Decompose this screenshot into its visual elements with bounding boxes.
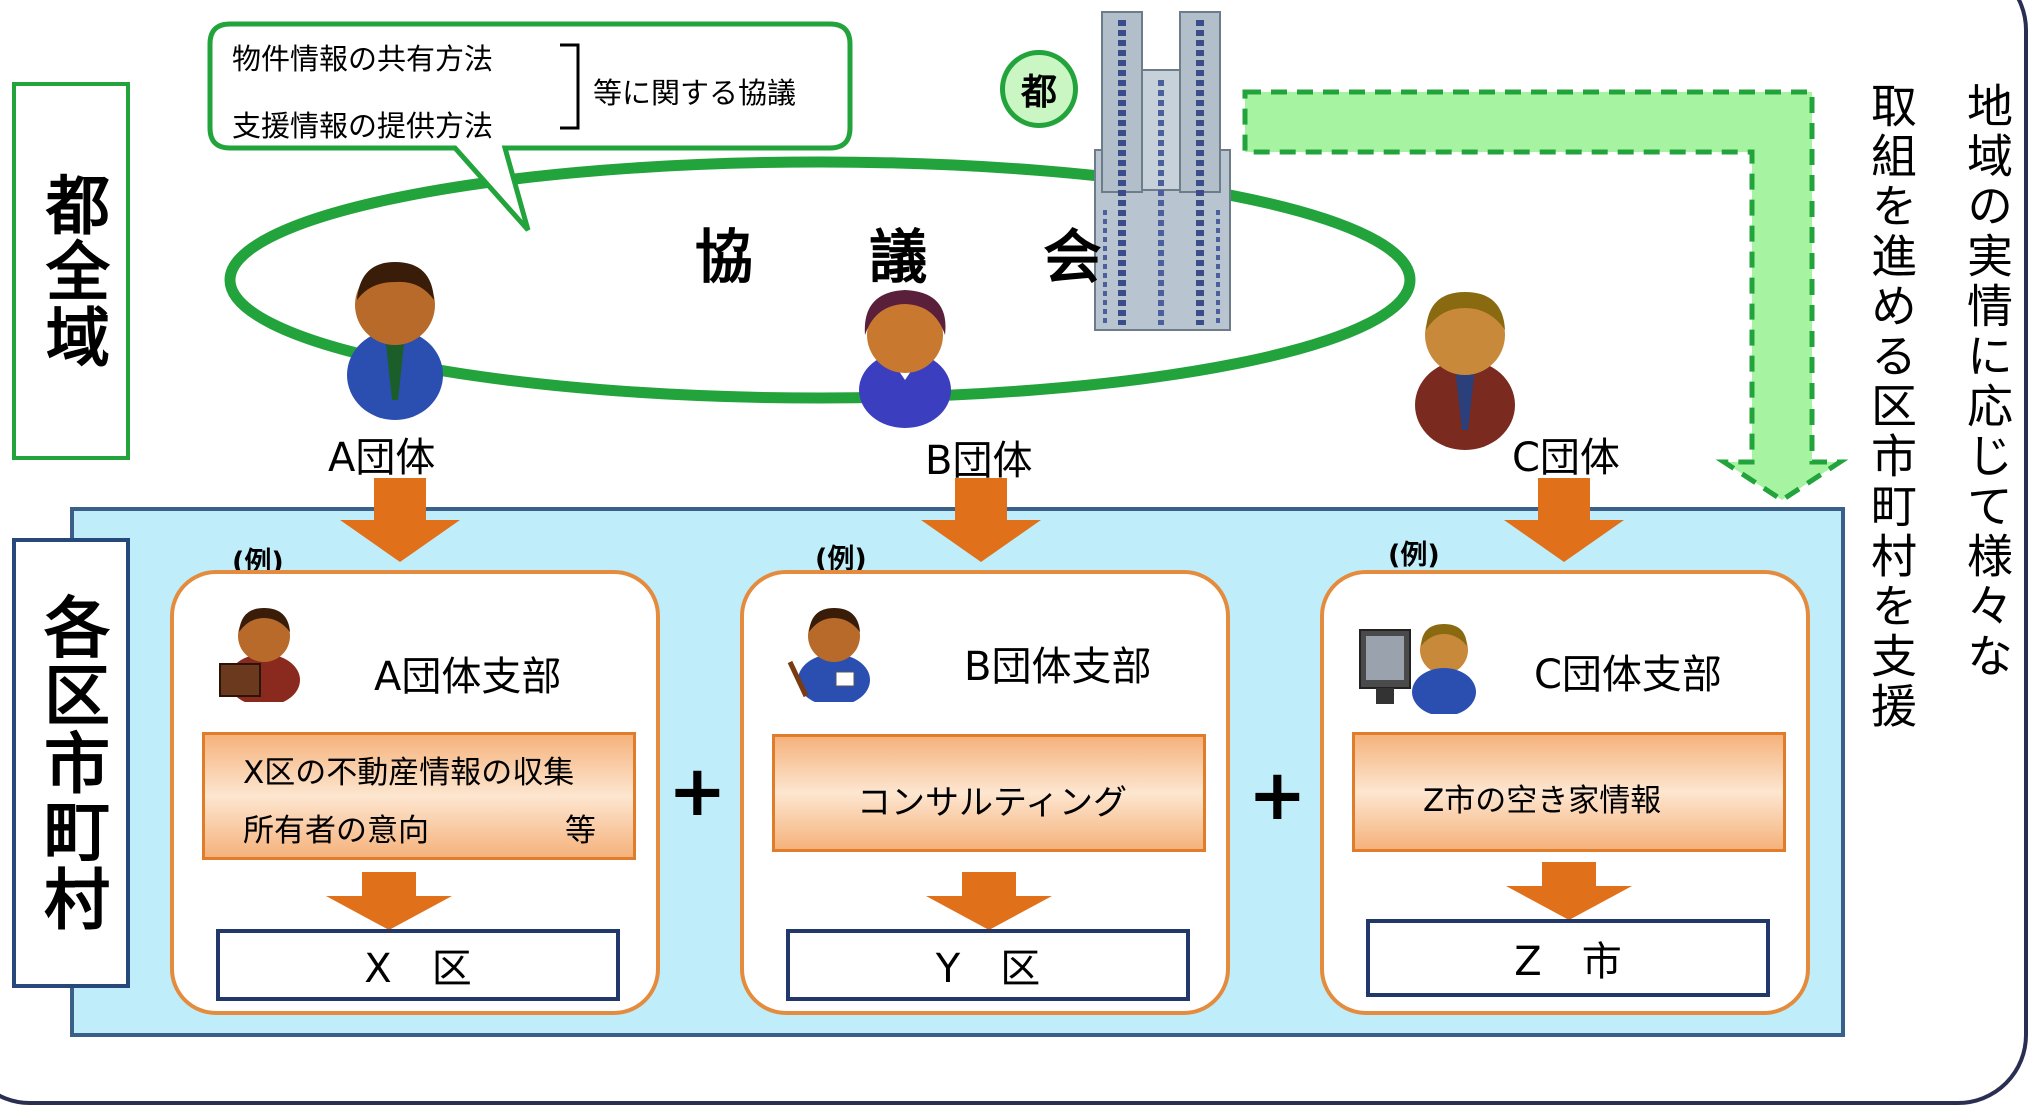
example-label-c: (例) — [1388, 540, 1440, 571]
down-arrow-b — [921, 478, 1041, 562]
org-c-label: C団体 — [1512, 435, 1620, 481]
side-text-column-2: 取組を進める区市町村を支援 — [1864, 82, 1918, 732]
council-title: 協 議 会 — [695, 223, 1150, 291]
branch-b-card: B団体支部 コンサルティング Y 区 — [740, 570, 1230, 1015]
businessman-briefcase-icon — [219, 608, 300, 702]
branch-a-activity-line1: X区の不動産情報の収集 — [243, 755, 575, 791]
org-b-label: B団体 — [925, 438, 1033, 484]
branch-c-activity-line1: Z市の空き家情報 — [1423, 783, 1662, 819]
down-arrow-c-result — [1506, 862, 1632, 920]
tokyo-badge: 都 — [1000, 50, 1078, 128]
branch-b-result: Y 区 — [786, 929, 1190, 1001]
org-a-label: A団体 — [328, 435, 436, 481]
branch-c-title: C団体支部 — [1534, 652, 1722, 698]
branch-a-activity-line2: 所有者の意向 — [243, 813, 429, 849]
speech-bubble-shape — [207, 21, 853, 232]
region-label-municipalities: 各区市町村 — [12, 538, 130, 988]
branch-c-activity-box: Z市の空き家情報 — [1352, 732, 1786, 852]
down-arrow-b-result — [926, 872, 1052, 930]
branch-b-activity-line1: コンサルティング — [857, 783, 1127, 823]
side-text-column-1: 地域の実情に応じて様々な — [1960, 82, 2014, 682]
branch-a-title: A団体支部 — [374, 654, 562, 700]
branch-c-result: Z 市 — [1366, 919, 1770, 997]
down-arrow-c — [1504, 478, 1624, 562]
person-c-icon — [1415, 292, 1515, 450]
plus-sign-1: + — [668, 750, 727, 832]
tokyo-building-icon — [1094, 11, 1231, 331]
speech-line-1: 物件情報の共有方法 — [232, 42, 494, 76]
region-label-metro: 都全域 — [12, 82, 130, 460]
person-b-icon — [859, 290, 951, 428]
speech-suffix: 等に関する協議 — [593, 76, 797, 110]
branch-a-card: A団体支部 X区の不動産情報の収集 所有者の意向 等 X 区 — [170, 570, 660, 1015]
branch-b-activity-box: コンサルティング — [772, 734, 1206, 852]
example-label-b: (例) — [815, 544, 867, 575]
branch-a-result: X 区 — [216, 929, 620, 1001]
support-arrow — [1242, 89, 1849, 503]
branch-a-activity-box: X区の不動産情報の収集 所有者の意向 等 — [202, 732, 636, 860]
person-a-icon — [347, 262, 443, 420]
down-arrow-a — [340, 478, 460, 562]
computer-worker-icon — [1359, 624, 1476, 714]
bracket — [560, 43, 580, 130]
plus-sign-2: + — [1248, 754, 1307, 836]
businessman-pen-icon — [787, 608, 870, 702]
down-arrow-a-result — [326, 872, 452, 930]
council-ellipse — [224, 156, 1416, 404]
speech-line-2: 支援情報の提供方法 — [232, 109, 494, 143]
branch-c-card: C団体支部 Z市の空き家情報 Z 市 — [1320, 570, 1810, 1015]
branch-a-activity-suffix: 等 — [565, 813, 596, 849]
branch-b-title: B団体支部 — [964, 644, 1152, 690]
